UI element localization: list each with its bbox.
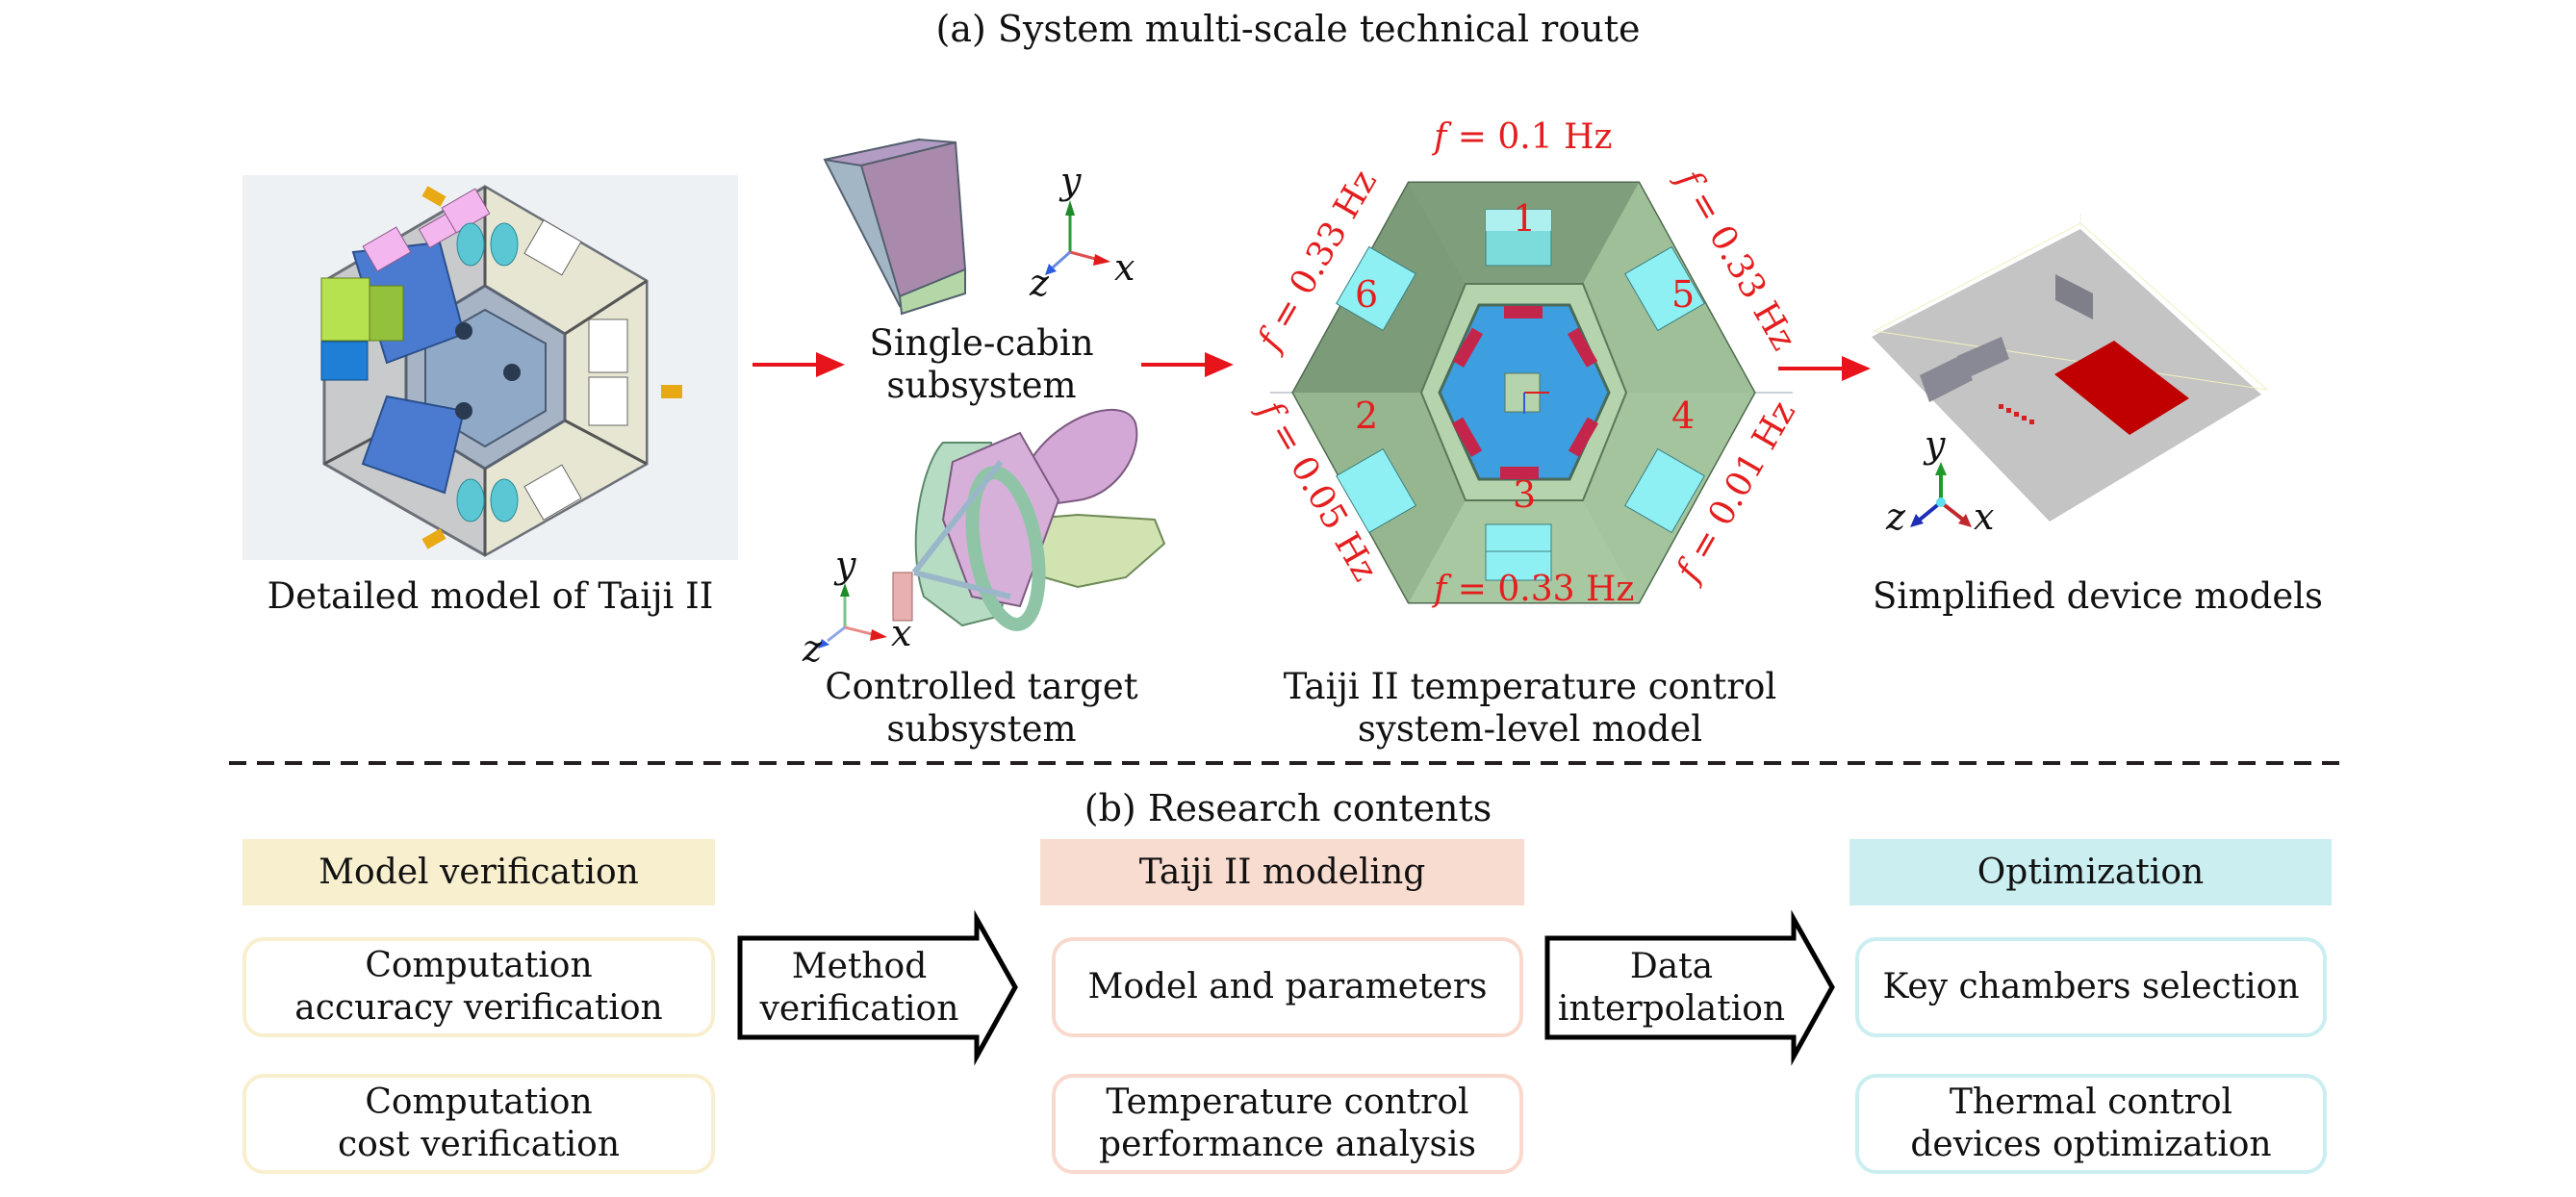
axis-triad-simplified xyxy=(1910,462,1972,527)
arrow-label-line2: verification xyxy=(759,989,959,1029)
chamber-6-label: 6 xyxy=(1355,273,1379,316)
big-arrow-data-interpolation-label: Data interpolation xyxy=(1547,946,1796,1031)
item-line1: Computation xyxy=(365,946,593,985)
axis-z-label: z xyxy=(1886,496,1906,538)
big-arrow-method-verification xyxy=(737,909,1018,1066)
item-line1: Model and parameters xyxy=(1087,967,1488,1006)
item-computation-cost-verification: Computation cost verification xyxy=(242,1074,715,1174)
controlled-target-illustration xyxy=(892,408,1166,631)
freq-label-bottom: f = 0.33 Hz xyxy=(1434,570,1635,609)
column-header-optimization: Optimization xyxy=(1849,839,2332,905)
item-line2: performance analysis xyxy=(1099,1125,1476,1164)
red-arrow-3 xyxy=(1778,356,1871,381)
chamber-4-label: 4 xyxy=(1671,395,1696,437)
axis-y-label: y xyxy=(1060,160,1082,202)
red-arrow-1 xyxy=(752,352,845,377)
chamber-3-label: 3 xyxy=(1513,473,1537,516)
item-line2: cost verification xyxy=(337,1125,621,1164)
section-a-title: (a) System multi-scale technical route xyxy=(935,8,1641,50)
system-level-caption-line2: system-level model xyxy=(1357,708,1703,750)
freq-label-top: f = 0.1 Hz xyxy=(1434,117,1613,157)
system-level-hexagon xyxy=(1270,181,1793,604)
item-line1: Computation xyxy=(365,1082,593,1122)
item-line1: Temperature control xyxy=(1106,1082,1469,1122)
axis-y-label: y xyxy=(835,544,856,586)
item-thermal-control-devices-optimization: Thermal control devices optimization xyxy=(1855,1074,2327,1174)
chamber-5-label: 5 xyxy=(1671,273,1696,316)
detailed-model-caption: Detailed model of Taiji II xyxy=(267,575,714,617)
section-divider xyxy=(229,761,2348,765)
item-line2: accuracy verification xyxy=(294,988,663,1028)
arrow-label-line1: Data xyxy=(1629,947,1714,986)
item-line1: Thermal control xyxy=(1949,1082,2233,1122)
single-cabin-caption-line2: subsystem xyxy=(886,365,1077,406)
single-cabin-caption: Single-cabin subsystem xyxy=(837,322,1126,407)
axis-x-label: x xyxy=(891,612,912,654)
column-header-model-verification: Model verification xyxy=(242,839,715,905)
item-line1: Key chambers selection xyxy=(1882,967,2300,1006)
system-level-caption-line1: Taiji II temperature control xyxy=(1283,666,1777,707)
controlled-target-caption-line1: Controlled target xyxy=(825,666,1138,707)
red-arrow-2 xyxy=(1141,352,1234,377)
system-level-caption: Taiji II temperature control system-leve… xyxy=(1251,666,1809,751)
single-cabin-caption-line1: Single-cabin xyxy=(869,322,1094,364)
arrow-label-line2: interpolation xyxy=(1557,989,1786,1029)
item-line2: devices optimization xyxy=(1910,1125,2272,1164)
arrow-label-line1: Method xyxy=(791,947,928,986)
chamber-1-label: 1 xyxy=(1513,197,1537,240)
axis-x-label: x xyxy=(1974,496,1995,538)
axis-triad-single-cabin xyxy=(1045,200,1110,275)
big-arrow-data-interpolation xyxy=(1544,909,1835,1066)
chamber-2-label: 2 xyxy=(1355,395,1379,437)
simplified-device-caption: Simplified device models xyxy=(1872,575,2324,617)
axis-triad-controlled-target xyxy=(818,583,887,649)
axis-y-label: y xyxy=(1925,423,1946,466)
big-arrow-method-verification-label: Method verification xyxy=(741,946,978,1031)
detailed-model-illustration xyxy=(242,175,738,560)
section-b-title: (b) Research contents xyxy=(1084,787,1492,829)
controlled-target-caption: Controlled target subsystem xyxy=(808,666,1155,751)
item-temperature-control-performance-analysis: Temperature control performance analysis xyxy=(1052,1074,1523,1174)
item-model-and-parameters: Model and parameters xyxy=(1052,937,1523,1037)
axis-x-label: x xyxy=(1114,246,1135,289)
item-computation-accuracy-verification: Computation accuracy verification xyxy=(242,937,715,1037)
controlled-target-caption-line2: subsystem xyxy=(886,708,1077,750)
axis-z-label: z xyxy=(803,627,823,670)
column-header-taiji-modeling: Taiji II modeling xyxy=(1040,839,1524,905)
item-key-chambers-selection: Key chambers selection xyxy=(1855,937,2327,1037)
single-cabin-illustration xyxy=(823,138,967,316)
axis-z-label: z xyxy=(1030,262,1050,304)
simplified-device-illustration xyxy=(1872,214,2269,522)
